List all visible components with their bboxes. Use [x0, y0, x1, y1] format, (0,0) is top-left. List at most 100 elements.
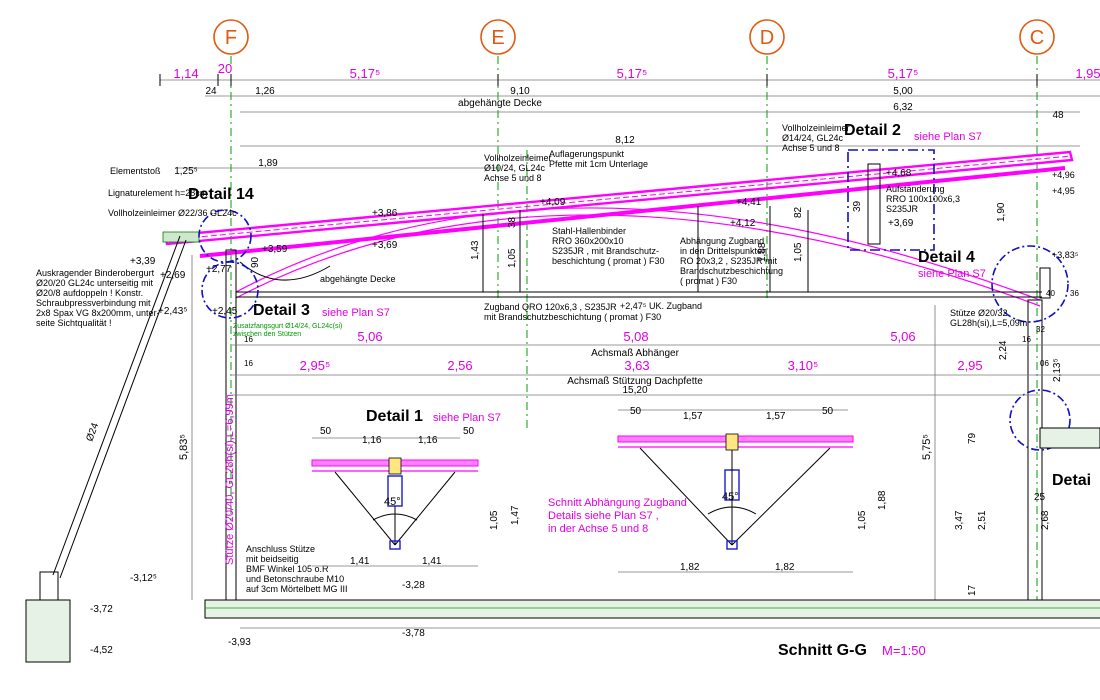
svg-text:2,51: 2,51: [977, 510, 988, 530]
svg-text:1,41: 1,41: [350, 556, 370, 567]
svg-text:und Betonschraube M10: und Betonschraube M10: [246, 574, 344, 584]
top-dimension-chain: 1,14 20 5,17⁵ 5,17⁵ 5,17⁵ 1,95 24 1,26 9…: [159, 61, 1100, 177]
dim-910: 9,10: [510, 86, 530, 97]
roof-structure: [25, 149, 1074, 663]
svg-text:-4,52: -4,52: [90, 645, 113, 656]
detail-circles: [198, 209, 1071, 451]
svg-text:1,88: 1,88: [757, 242, 768, 262]
svg-text:06: 06: [1040, 359, 1049, 368]
svg-text:16: 16: [1022, 335, 1031, 344]
svg-text:S235JR: S235JR: [886, 204, 919, 214]
svg-text:Auskragender Binderobergurt: Auskragender Binderobergurt: [36, 268, 155, 278]
svg-text:1,05: 1,05: [857, 510, 868, 530]
svg-text:40: 40: [1046, 289, 1055, 298]
dim-20: 20: [218, 61, 232, 76]
svg-text:50: 50: [463, 426, 475, 437]
svg-text:-3,12⁵: -3,12⁵: [130, 573, 157, 584]
svg-text:1,05: 1,05: [793, 242, 804, 262]
axis-C: C: [1030, 27, 1044, 49]
label-auflager: Auflagerungspunkt Pfette mit 1cm Unterla…: [549, 149, 648, 169]
axis-D: D: [760, 27, 774, 49]
svg-text:Zusatzfangsgurt Ø14/24, GL24c(: Zusatzfangsgurt Ø14/24, GL24c(si): [233, 323, 342, 330]
svg-text:mit beidseitig: mit beidseitig: [246, 554, 299, 564]
svg-text:Vollholzeinleimer: Vollholzeinleimer: [484, 153, 552, 163]
svg-text:16: 16: [244, 359, 253, 368]
drawing-scale: M=1:50: [882, 643, 926, 658]
svg-text:5,08: 5,08: [623, 329, 648, 344]
svg-text:2,68: 2,68: [1040, 510, 1051, 530]
svg-text:in der Achse 5 und 8: in der Achse 5 und 8: [548, 523, 648, 535]
svg-text:Ø20/20 GL24c unterseitig mit: Ø20/20 GL24c unterseitig mit: [36, 278, 154, 288]
svg-text:Auflagerungspunkt: Auflagerungspunkt: [549, 149, 625, 159]
dim-517-a: 5,17⁵: [350, 66, 381, 81]
svg-text:Ø10/24, GL24c: Ø10/24, GL24c: [484, 163, 546, 173]
svg-text:+3,69: +3,69: [888, 218, 914, 229]
svg-text:2x8 Spax VG 8x200mm, unter-: 2x8 Spax VG 8x200mm, unter-: [36, 308, 160, 318]
dim-1255: 1,25⁵: [174, 166, 198, 177]
label-zugband: Zugband QRO 120x6,3 , S235JR mit Brandsc…: [484, 302, 661, 322]
svg-text:38: 38: [507, 216, 518, 228]
svg-text:5,83⁵: 5,83⁵: [178, 434, 190, 460]
dim-24: 24: [205, 86, 217, 97]
svg-text:Achse 5 und 8: Achse 5 und 8: [782, 143, 840, 153]
label-uk-zugband: +2,47⁵ UK. Zugband: [620, 301, 702, 311]
achsmass-abh: Achsmaß Abhänger: [591, 348, 679, 359]
svg-text:+3,69: +3,69: [372, 240, 398, 251]
svg-text:-3,28: -3,28: [402, 580, 425, 591]
svg-text:5,06: 5,06: [357, 329, 382, 344]
svg-text:Brandschutzbeschichtung: Brandschutzbeschichtung: [680, 266, 783, 276]
label-lignatur: Lignaturelement h=28cm: [108, 188, 207, 198]
svg-text:Zugband QRO 120x6,3 , S235JR: Zugband QRO 120x6,3 , S235JR: [484, 302, 617, 312]
detail-titles: Detail 14 Detail 2 siehe Plan S7 Detail …: [188, 122, 1091, 489]
svg-text:16: 16: [244, 335, 253, 344]
svg-text:+2,45: +2,45: [212, 306, 238, 317]
drawing-title: Schnitt G-G: [778, 642, 867, 659]
svg-text:5,06: 5,06: [890, 329, 915, 344]
svg-text:17: 17: [967, 584, 978, 596]
svg-text:50: 50: [822, 406, 834, 417]
svg-text:+4,68: +4,68: [886, 168, 912, 179]
svg-text:3,10⁵: 3,10⁵: [788, 358, 819, 373]
svg-text:25: 25: [1034, 492, 1046, 503]
achsmass-st: Achsmaß Stützung Dachpfette: [567, 376, 703, 387]
detail-2-ref: siehe Plan S7: [914, 131, 982, 143]
svg-text:Vollholzeinleimer: Vollholzeinleimer: [782, 123, 850, 133]
label-aufstaenderung: Aufständerung RRO 100x100x6,3 S235JR: [886, 184, 960, 214]
svg-text:-3,72: -3,72: [90, 604, 113, 615]
svg-text:36: 36: [1070, 289, 1079, 298]
svg-text:RRO 100x100x6,3: RRO 100x100x6,3: [886, 194, 960, 204]
svg-text:1,57: 1,57: [766, 411, 786, 422]
label-elementstoss: Elementstoß: [110, 166, 161, 176]
svg-text:1,05: 1,05: [489, 510, 500, 530]
svg-text:1,16: 1,16: [362, 435, 382, 446]
svg-text:Anschluss Stütze: Anschluss Stütze: [246, 544, 315, 554]
svg-text:90: 90: [250, 256, 261, 268]
dim-500: 5,00: [893, 86, 913, 97]
svg-text:Stahl-Hallenbinder: Stahl-Hallenbinder: [552, 226, 626, 236]
label-vollholz-mid: Vollholzeinleimer Ø10/24, GL24c Achse 5 …: [484, 153, 552, 183]
svg-text:+2,43⁵: +2,43⁵: [158, 306, 187, 317]
svg-text:auf 3cm Mörtelbett MG III: auf 3cm Mörtelbett MG III: [246, 584, 348, 594]
label-stahl: Stahl-Hallenbinder RRO 360x200x10 S235JR…: [552, 226, 665, 266]
mid-dimension-rows: 5,06 5,08 5,06 Achsmaß Abhänger 2,95⁵ 2,…: [232, 325, 1100, 396]
label-vollholz-left: Vollholzeinleimer Ø22/36 GL24c: [108, 208, 237, 218]
svg-text:zwischen den Stützen: zwischen den Stützen: [233, 331, 301, 338]
svg-text:( promat ) F30: ( promat ) F30: [680, 276, 737, 286]
axis-markers: F E D C: [213, 19, 1055, 600]
detail-3-title: Detail 3: [253, 302, 310, 319]
svg-text:1,88: 1,88: [877, 490, 888, 510]
svg-text:+3,86: +3,86: [372, 208, 398, 219]
svg-text:beschichtung ( promat ) F30: beschichtung ( promat ) F30: [552, 256, 665, 266]
dim-126: 1,26: [255, 86, 275, 97]
svg-text:1,57: 1,57: [683, 411, 703, 422]
foundation: [204, 427, 1100, 629]
detail-1-ref: siehe Plan S7: [433, 412, 501, 424]
label-vollholz-right: Vollholzeinleimer Ø14/24, GL24c Achse 5 …: [782, 123, 850, 153]
svg-text:1,47: 1,47: [510, 505, 521, 525]
svg-text:2,13⁵: 2,13⁵: [1052, 358, 1063, 382]
svg-text:mit Brandschutzbeschichtung (: mit Brandschutzbeschichtung ( promat ) F…: [484, 312, 661, 322]
svg-text:45°: 45°: [722, 491, 739, 503]
svg-text:1,41: 1,41: [422, 556, 442, 567]
span-total: 15,20: [622, 385, 647, 396]
